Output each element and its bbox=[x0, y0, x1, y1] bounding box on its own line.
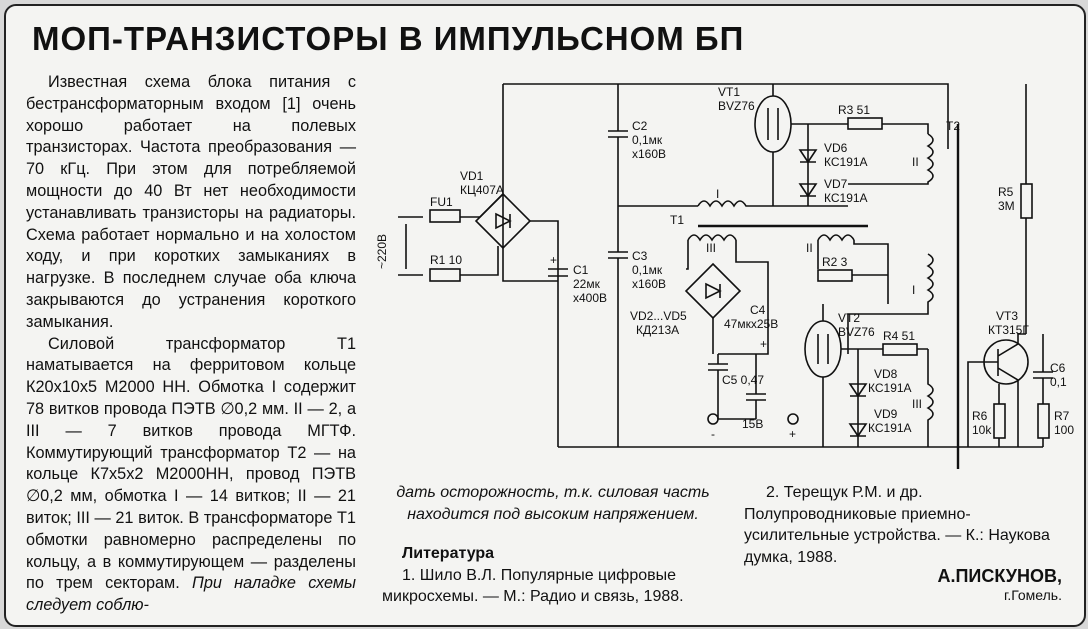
literature-heading: Литература bbox=[402, 545, 495, 562]
paragraph-intro: Известная схема блока питания с бестранс… bbox=[26, 73, 356, 331]
reference-1: 1. Шило В.Л. Популярные цифровые микросх… bbox=[382, 566, 684, 606]
label-vd8-type: КС191А bbox=[868, 381, 912, 395]
label-vt1-name: VT1 bbox=[718, 85, 740, 99]
label-r5-name: R5 bbox=[998, 185, 1014, 199]
label-c3-val1: 0,1мк bbox=[632, 263, 663, 277]
label-r1: R1 10 bbox=[430, 253, 462, 267]
middle-text-block: дать осторожность, т.к. силовая часть на… bbox=[382, 482, 724, 608]
label-c2-val2: х160В bbox=[632, 147, 666, 161]
label-vt2-type: BVZ76 bbox=[838, 325, 875, 339]
label-c2-name: C2 bbox=[632, 119, 648, 133]
label-t1: T1 bbox=[670, 213, 684, 227]
left-column: Известная схема блока питания с бестранс… bbox=[26, 72, 356, 617]
label-c6-val: 0,1 bbox=[1050, 375, 1067, 389]
label-c4-name: C4 bbox=[750, 303, 766, 317]
label-r4: R4 51 bbox=[883, 329, 915, 343]
author-block: А.ПИСКУНОВ, г.Гомель. bbox=[937, 566, 1062, 603]
label-fu1: FU1 bbox=[430, 195, 453, 209]
label-t1-w3: III bbox=[706, 241, 716, 255]
label-c2-val1: 0,1мк bbox=[632, 133, 663, 147]
label-t2: T2 bbox=[946, 119, 960, 133]
label-t2-w1: I bbox=[912, 283, 915, 297]
label-t2-w2: II bbox=[912, 155, 919, 169]
paragraph-transformers-text: Силовой трансформатор Т1 наматывается на… bbox=[26, 334, 356, 593]
label-c1-plus: + bbox=[550, 253, 557, 267]
label-r2: R2 3 bbox=[822, 255, 848, 269]
label-c1-val1: 22мк bbox=[573, 277, 601, 291]
author-city: г.Гомель. bbox=[1003, 587, 1062, 603]
label-c3-name: C3 bbox=[632, 249, 648, 263]
label-out-plus: + bbox=[789, 427, 796, 441]
label-vd9-name: VD9 bbox=[874, 407, 898, 421]
label-c1-name: C1 bbox=[573, 263, 589, 277]
article-title: МОП-ТРАНЗИСТОРЫ В ИМПУЛЬСНОМ БП bbox=[32, 20, 745, 57]
paragraph-transformers: Силовой трансформатор Т1 наматывается на… bbox=[26, 334, 356, 617]
paragraph-caution-start: При наладке схемы следует соблю- bbox=[26, 574, 356, 615]
label-t2-w3: III bbox=[912, 397, 922, 411]
label-c6-name: C6 bbox=[1050, 361, 1066, 375]
article-frame: МОП-ТРАНЗИСТОРЫ В ИМПУЛЬСНОМ БП Известна… bbox=[4, 4, 1086, 627]
label-vd1-name: VD1 bbox=[460, 169, 484, 183]
label-c4-val: 47мкх25В bbox=[724, 317, 778, 331]
label-vd7-type: КС191А bbox=[824, 191, 868, 205]
caution-continuation: дать осторожность, т.к. силовая часть на… bbox=[396, 484, 710, 523]
label-vd6-name: VD6 bbox=[824, 141, 848, 155]
label-r6-val: 10k bbox=[972, 423, 992, 437]
label-vd1-type: КЦ407А bbox=[460, 183, 504, 197]
circuit-schematic: ~220В FU1 R1 10 VD1 КЦ407А C1 22мк х400В… bbox=[375, 83, 1074, 469]
label-r6-name: R6 bbox=[972, 409, 988, 423]
label-vt1-type: BVZ76 bbox=[718, 99, 755, 113]
label-t1-w2: II bbox=[806, 241, 813, 255]
reference-2: 2. Терещук Р.М. и др. Полупроводниковые … bbox=[744, 484, 1050, 566]
label-vd7-name: VD7 bbox=[824, 177, 848, 191]
label-vd2vd5-type: КД213А bbox=[636, 323, 679, 337]
label-t1-w1: I bbox=[716, 187, 719, 201]
author-name: А.ПИСКУНОВ, bbox=[937, 566, 1062, 586]
label-vd8-name: VD8 bbox=[874, 367, 898, 381]
label-input: ~220В bbox=[375, 234, 389, 269]
label-r3: R3 51 bbox=[838, 103, 870, 117]
label-vd6-type: КС191А bbox=[824, 155, 868, 169]
label-c1-val2: х400В bbox=[573, 291, 607, 305]
label-r7-name: R7 bbox=[1054, 409, 1070, 423]
label-r7-val: 100 bbox=[1054, 423, 1074, 437]
label-vd2vd5-name: VD2...VD5 bbox=[630, 309, 687, 323]
label-c3-val2: х160В bbox=[632, 277, 666, 291]
label-r5-val: 3М bbox=[998, 199, 1015, 213]
label-vt3-type: КТ315Г bbox=[988, 323, 1029, 337]
right-text-block: 2. Терещук Р.М. и др. Полупроводниковые … bbox=[744, 482, 1064, 568]
label-out-voltage: 15В bbox=[742, 417, 763, 431]
label-vd9-type: КС191А bbox=[868, 421, 912, 435]
label-c5: C5 0,47 bbox=[722, 373, 764, 387]
label-vt2-name: VT2 bbox=[838, 311, 860, 325]
label-vt3-name: VT3 bbox=[996, 309, 1018, 323]
label-c4-plus: + bbox=[760, 337, 767, 351]
label-out-minus: - bbox=[711, 427, 715, 441]
